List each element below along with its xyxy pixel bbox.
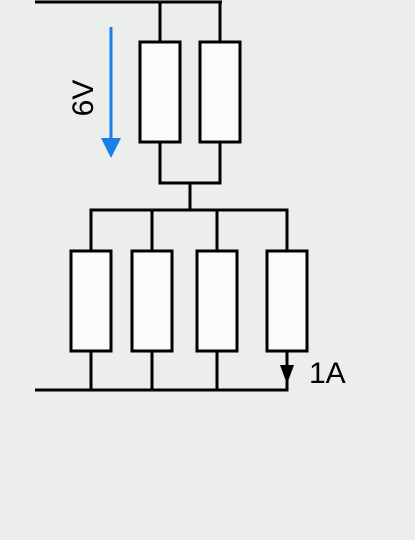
voltage-arrow-icon xyxy=(101,138,121,158)
resistor-bottom-3 xyxy=(195,249,239,353)
resistor-top-1 xyxy=(138,40,182,144)
voltage-label: 6V xyxy=(67,80,100,117)
resistor-top-2 xyxy=(198,40,242,144)
resistor-bottom-4 xyxy=(265,249,309,353)
current-label: 1A xyxy=(309,357,346,390)
resistor-bottom-1 xyxy=(69,249,113,353)
resistor-bottom-2 xyxy=(130,249,174,353)
current-arrow-icon xyxy=(280,365,294,384)
